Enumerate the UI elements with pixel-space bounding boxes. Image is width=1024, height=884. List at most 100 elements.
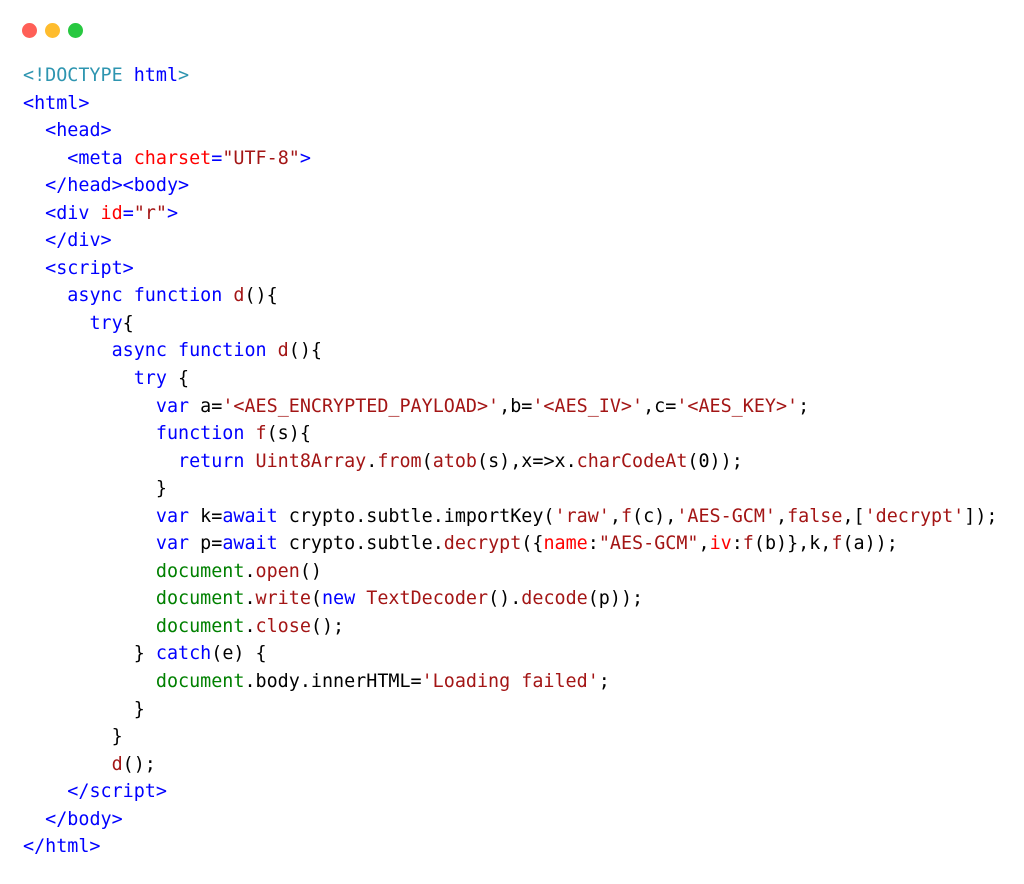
- code-token: [23, 148, 67, 169]
- code-token: }: [23, 698, 145, 720]
- code-token: html: [133, 65, 179, 86]
- code-line: document.open(): [23, 558, 997, 586]
- maximize-button[interactable]: [68, 23, 83, 38]
- code-token: </script>: [67, 781, 167, 803]
- code-token: [23, 781, 67, 802]
- window-controls: [22, 23, 83, 38]
- code-token: write: [255, 588, 311, 610]
- code-line: document.close();: [23, 613, 997, 641]
- code-token: decrypt: [443, 533, 522, 555]
- code-line: <div id="r">: [23, 200, 997, 228]
- code-token: f: [255, 423, 267, 445]
- code-token: .: [366, 450, 378, 472]
- code-token: (c),: [632, 505, 677, 527]
- code-token: ,: [775, 505, 788, 527]
- code-token: :: [587, 533, 599, 555]
- code-line: <script>: [23, 255, 997, 283]
- code-token: "r": [133, 202, 167, 224]
- code-token: [23, 506, 156, 527]
- code-token: '<AES_ENCRYPTED_PAYLOAD>': [222, 395, 500, 417]
- code-token: <!DOCTYPE: [23, 65, 134, 86]
- code-token: d: [111, 753, 123, 775]
- code-token: :: [731, 533, 743, 555]
- code-line: var k=await crypto.subtle.importKey('raw…: [23, 503, 998, 531]
- code-token: [23, 285, 67, 306]
- code-token: (s){: [266, 423, 311, 445]
- code-token: return: [178, 450, 256, 472]
- code-token: {: [122, 312, 134, 334]
- code-token: id: [100, 202, 123, 224]
- code-token: (s),x=>x.: [477, 450, 577, 472]
- code-token: {: [166, 368, 190, 390]
- code-token: 'AES-GCM': [676, 505, 776, 527]
- code-token: (p));: [587, 588, 644, 610]
- code-line: <!DOCTYPE html>: [23, 62, 997, 90]
- code-token: .body.innerHTML=: [244, 671, 422, 693]
- code-token: await: [222, 505, 289, 527]
- code-token: open: [255, 560, 300, 582]
- code-line: </head><body>: [23, 172, 997, 200]
- code-token: 'decrypt': [864, 505, 965, 527]
- code-token: (a));: [842, 533, 898, 555]
- code-token: Uint8Array: [255, 450, 367, 472]
- code-token: '<AES_KEY>': [676, 395, 799, 417]
- code-token: crypto.subtle.importKey(: [288, 505, 555, 527]
- code-line: async function d(){: [23, 282, 997, 310]
- code-token: [23, 616, 156, 637]
- code-token: ,b=: [499, 395, 533, 417]
- code-token: catch: [155, 643, 212, 665]
- code-line: <html>: [23, 90, 997, 118]
- code-line: } catch(e) {: [23, 640, 997, 668]
- code-token: ,[: [842, 505, 865, 527]
- code-token: "UTF-8": [222, 147, 300, 169]
- code-line: }: [23, 475, 997, 503]
- code-token: "AES-GCM": [598, 533, 699, 555]
- code-token: a=: [200, 395, 223, 417]
- code-token: new: [321, 588, 367, 610]
- code-token: (): [299, 560, 322, 582]
- code-token: .: [244, 560, 256, 582]
- code-token: ({: [521, 533, 544, 555]
- code-token: atob: [432, 450, 478, 472]
- code-token: ,: [698, 533, 710, 555]
- code-token: document: [155, 671, 245, 693]
- minimize-button[interactable]: [45, 23, 60, 38]
- code-token: d: [277, 340, 289, 362]
- code-token: <script>: [45, 257, 134, 279]
- code-token: (b)},k,: [753, 533, 832, 555]
- code-token: .: [244, 588, 256, 610]
- code-token: document: [155, 560, 245, 582]
- code-token: (){: [244, 285, 278, 307]
- code-token: f: [742, 533, 754, 555]
- code-token: [23, 809, 45, 830]
- code-token: [23, 423, 156, 444]
- code-token: 'raw': [554, 505, 610, 527]
- code-token: [23, 230, 45, 251]
- code-token: [23, 671, 156, 692]
- code-token: p=: [200, 533, 223, 555]
- code-token: [23, 368, 134, 389]
- code-token: =: [122, 202, 134, 224]
- code-token: from: [377, 450, 422, 472]
- code-token: </html>: [23, 836, 101, 858]
- code-token: decode: [521, 588, 588, 610]
- code-token: =: [211, 147, 223, 169]
- code-line: }: [23, 723, 997, 751]
- code-line: function f(s){: [23, 420, 997, 448]
- code-line: </body>: [23, 806, 997, 834]
- code-token: function: [155, 423, 256, 445]
- code-block: <!DOCTYPE html><html> <head> <meta chars…: [23, 62, 997, 861]
- code-token: ;: [798, 395, 810, 417]
- code-token: (e) {: [211, 643, 267, 665]
- code-token: async function: [67, 285, 234, 307]
- code-token: TextDecoder: [366, 588, 489, 610]
- code-token: f: [620, 505, 633, 527]
- code-token: [23, 258, 45, 279]
- code-line: <meta charset="UTF-8">: [23, 145, 997, 173]
- code-token: var: [155, 395, 201, 417]
- code-token: k=: [200, 505, 223, 527]
- code-line: document.write(new TextDecoder().decode(…: [23, 585, 997, 613]
- code-token: ();: [310, 615, 345, 637]
- code-token: (: [421, 450, 433, 472]
- close-button[interactable]: [22, 23, 37, 38]
